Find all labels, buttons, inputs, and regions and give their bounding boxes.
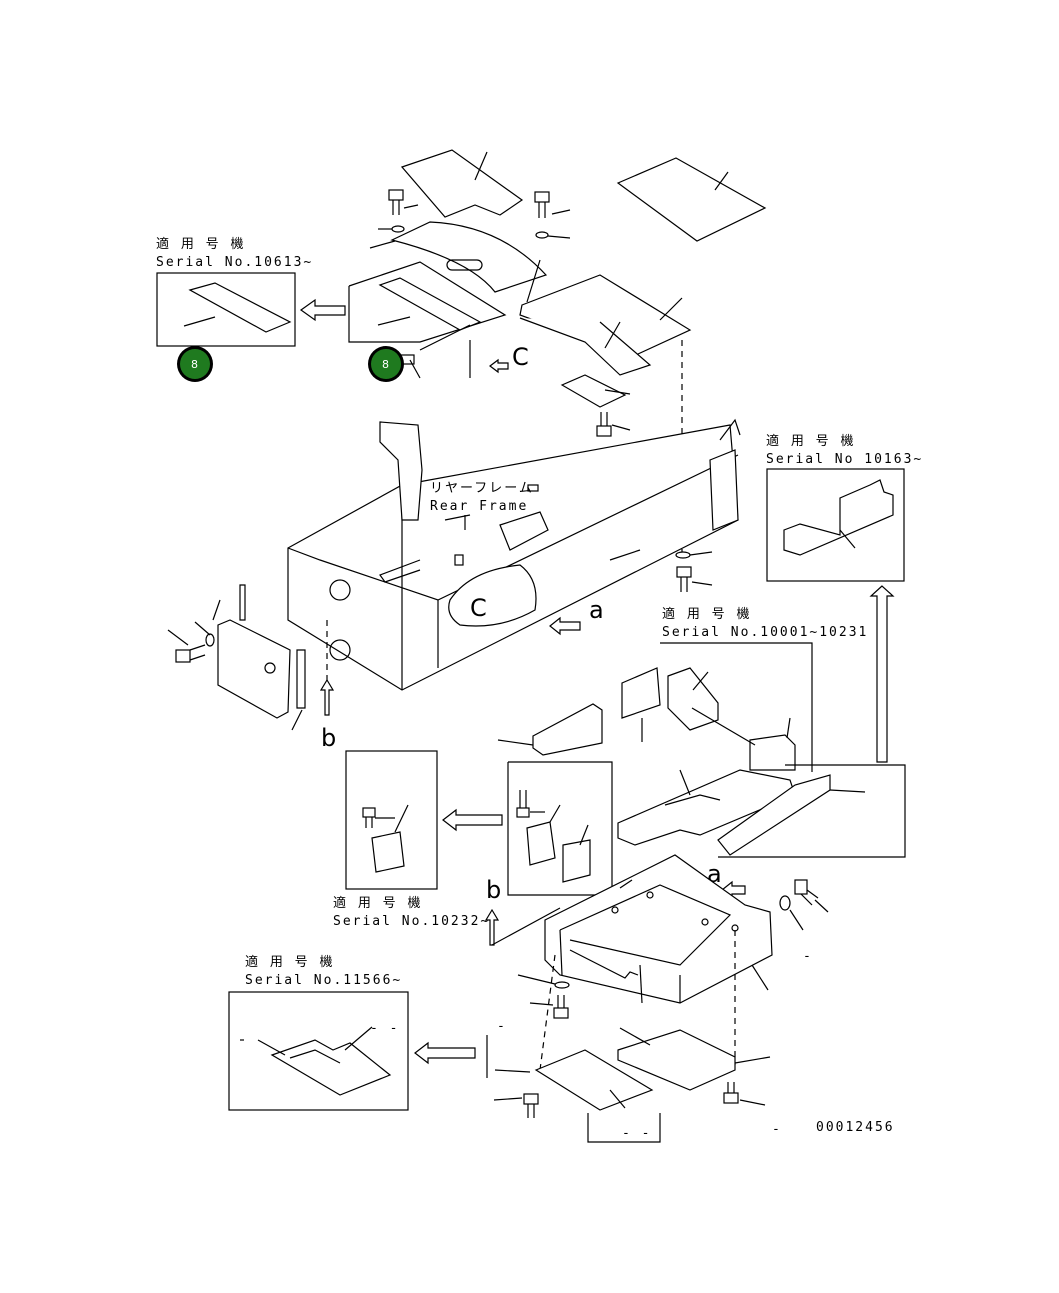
tray-box-bottom xyxy=(587,1113,661,1143)
arrow-left-c1 xyxy=(299,298,346,322)
top-right-plate xyxy=(519,259,692,376)
arrow-view-c-top xyxy=(489,358,509,374)
callout5-part xyxy=(240,1026,392,1096)
rear-frame xyxy=(287,418,741,691)
callout4-box xyxy=(345,750,438,890)
svg-text:8: 8 xyxy=(191,358,198,371)
lower-tray xyxy=(544,854,773,1004)
arrow-left-c5 xyxy=(414,1041,476,1065)
rear-frame-jp: リヤーフレーム xyxy=(430,481,534,496)
left-access-plate xyxy=(212,584,306,731)
callout1-bracket xyxy=(183,282,292,333)
callout3-part-d xyxy=(749,717,796,771)
bolt-top-left xyxy=(378,189,419,233)
dash-bottom: - - xyxy=(622,1126,651,1141)
callout2-box xyxy=(766,468,905,582)
bolt-right-frame xyxy=(675,551,713,592)
arrow-view-b-frame xyxy=(319,678,335,716)
callout1-serial: Serial No.10613~ xyxy=(156,255,313,270)
tray-leader-b xyxy=(491,907,561,946)
callout5-box xyxy=(228,991,409,1111)
arrow-up-c2 xyxy=(869,585,895,763)
bolt-lower-left xyxy=(493,1093,539,1118)
callout5-serial: Serial No.11566~ xyxy=(245,973,402,988)
view-letter-b-frame: b xyxy=(321,724,336,752)
callout3-frame xyxy=(617,707,796,846)
bolt-top-mid xyxy=(534,191,571,239)
detail-group-c xyxy=(348,261,507,365)
view-letter-c-frame: C xyxy=(470,594,487,622)
bolt-mid xyxy=(596,412,631,437)
dash-tray-right: - xyxy=(803,949,813,964)
lower-cover-right xyxy=(617,1027,771,1091)
callout4-parts xyxy=(362,804,409,873)
callout3-part-c xyxy=(497,703,603,756)
dash-callout5: - - xyxy=(370,1021,399,1036)
view-letter-a-frame: a xyxy=(589,596,604,624)
view-letter-b-tray: b xyxy=(486,876,501,904)
view-letter-c-top: C xyxy=(512,343,529,371)
callout2-part xyxy=(783,479,894,556)
lower-cover-left xyxy=(494,1049,654,1111)
callout3b-box xyxy=(718,764,906,858)
top-curved-plate xyxy=(369,221,548,293)
bolt-lower-right xyxy=(723,1082,766,1106)
callout3-leader xyxy=(660,642,813,772)
hotspot-8-right[interactable]: 8 xyxy=(368,346,404,382)
callout3b-part xyxy=(717,774,866,856)
svg-text:8: 8 xyxy=(382,358,389,371)
callout1-box xyxy=(156,272,296,347)
bolt-tray-left xyxy=(517,974,570,1019)
arrow-left-c4 xyxy=(442,808,503,832)
callout2-jp: 適 用 号 機 xyxy=(766,433,855,449)
callout3-part-b xyxy=(621,667,661,742)
bolt-tray-right xyxy=(779,879,829,931)
mid-box-parts xyxy=(516,790,591,883)
dash-tray-left: - xyxy=(497,1019,507,1034)
callout3-jp: 適 用 号 機 xyxy=(662,606,751,622)
dash-lower-right: - xyxy=(772,1122,782,1137)
hotspot-8-left[interactable]: 8 xyxy=(177,346,213,382)
arrow-view-a-frame xyxy=(549,616,581,636)
callout4-jp: 適 用 号 機 xyxy=(333,895,422,911)
top-cover-plate-right xyxy=(616,157,767,242)
callout3-part-a xyxy=(667,667,719,731)
callout5-jp: 適 用 号 機 xyxy=(245,954,334,970)
drawing-number: 00012456 xyxy=(816,1120,895,1135)
callout3-serial: Serial No.10001~10231 xyxy=(662,625,868,640)
top-cover-plate-left xyxy=(400,149,524,218)
callout2-serial: Serial No 10163~ xyxy=(766,452,923,467)
mid-box xyxy=(507,761,613,896)
small-plate xyxy=(560,374,631,408)
rear-frame-en: Rear Frame xyxy=(430,499,528,514)
bolt-left-frame xyxy=(167,621,215,663)
callout1-jp: 適 用 号 機 xyxy=(156,236,245,252)
callout4-serial: Serial No.10232~ xyxy=(333,914,490,929)
